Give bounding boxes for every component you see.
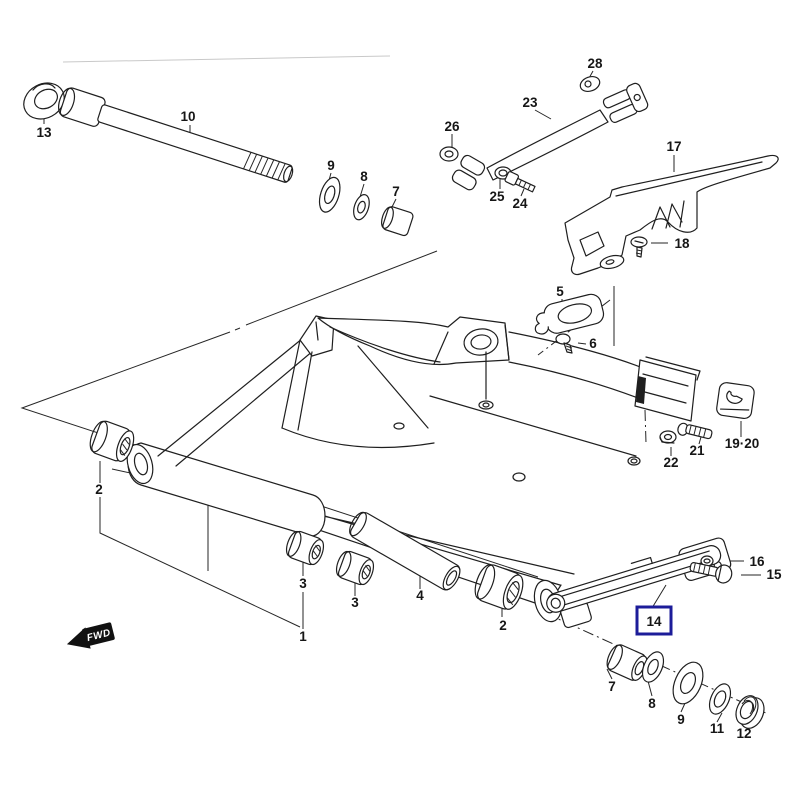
callout-2-left[interactable]: 2 [95,482,103,497]
part-adjuster-19-20 [716,382,755,420]
part-nut-26 [439,146,459,162]
callout-7[interactable]: 7 [392,184,400,199]
callout-18[interactable]: 18 [674,236,690,251]
fwd-marker: FWD [66,622,115,649]
callout-12[interactable]: 12 [736,726,751,741]
callout-9[interactable]: 9 [327,158,335,173]
callout-28[interactable]: 28 [587,56,603,71]
part-pivot-shaft-10 [58,87,294,183]
part-nut-22 [659,430,677,444]
construction-lines [20,250,769,715]
callout-8[interactable]: 8 [360,169,368,184]
selected-part-box[interactable] [635,605,673,636]
part-clip-28 [579,75,601,93]
callout-23[interactable]: 23 [522,95,538,110]
callout-6[interactable]: 6 [589,336,597,351]
part-screw-6 [555,333,573,354]
callout-4[interactable]: 4 [416,588,424,603]
part-chain-guard-17 [564,154,779,276]
callout-9-bottom[interactable]: 9 [677,712,685,727]
part-torque-rod-23 [451,82,649,191]
callout-26[interactable]: 26 [444,119,460,134]
part-washer-8 [353,194,370,221]
part-bearing-9-bottom [672,661,704,705]
callout-25[interactable]: 25 [489,189,505,204]
callout-24[interactable]: 24 [512,196,528,211]
part-spacer-7-bottom [606,644,648,681]
callout-13[interactable]: 13 [36,125,52,140]
callout-10[interactable]: 10 [180,109,195,124]
part-spacer-3a [285,530,325,566]
part-pivot-tube-4 [349,511,461,591]
part-washer-8-bottom [641,651,665,683]
part-screw-18 [630,236,648,258]
callout-14-selected[interactable]: 14 [646,614,662,629]
part-bearing-9 [318,176,341,213]
callout-16[interactable]: 16 [749,554,765,569]
callout-5[interactable]: 5 [556,284,564,299]
callout-2-right[interactable]: 2 [499,618,507,633]
part-nut-12 [735,695,765,729]
part-bushing-2-right [474,564,524,610]
callout-7-bottom[interactable]: 7 [608,679,616,694]
callout-22[interactable]: 22 [663,455,678,470]
part-spacer-7 [381,206,414,237]
part-spacer-3b [335,550,375,586]
part-bolt-21 [677,422,713,440]
part-plate-5 [534,293,605,335]
callout-11[interactable]: 11 [710,721,725,736]
callout-1[interactable]: 1 [299,629,307,644]
faint-line [62,55,391,63]
part-bolt-15 [689,562,733,584]
callout-15[interactable]: 15 [766,567,782,582]
callout-3b[interactable]: 3 [351,595,359,610]
callout-3a[interactable]: 3 [299,576,307,591]
part-bolt-24 [504,171,536,193]
part-bushing-2-left [89,420,135,462]
callout-8-bottom[interactable]: 8 [648,696,656,711]
callout-17[interactable]: 17 [666,139,681,154]
part-ring-11 [708,683,732,715]
callout-21[interactable]: 21 [689,443,705,458]
callout-19-20[interactable]: 19·20 [725,436,760,451]
part-seal-13 [23,82,65,120]
